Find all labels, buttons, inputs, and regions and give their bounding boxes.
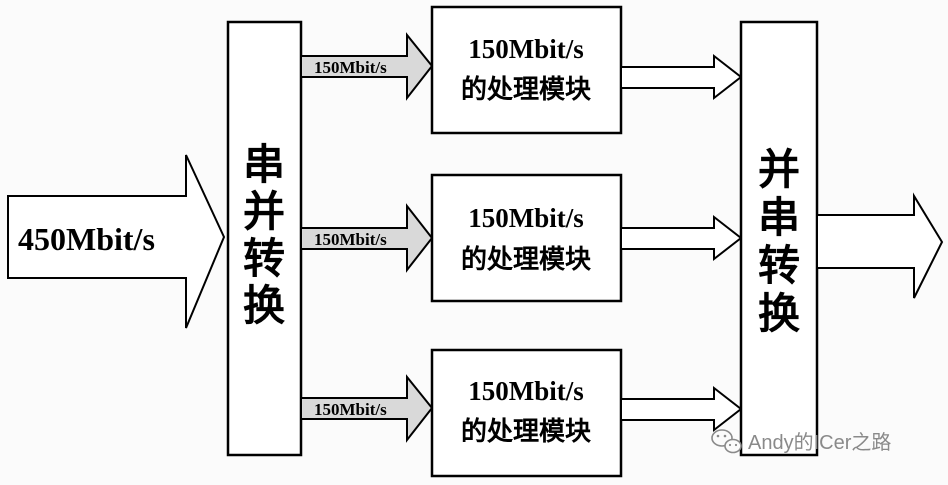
output-arrow (816, 192, 944, 299)
input-arrow: 450Mbit/s (7, 154, 226, 329)
processing-block-3-box (430, 348, 623, 478)
processing-block-1-box (430, 5, 623, 135)
gray-arrow-1-label: 150Mbit/s (314, 58, 387, 77)
p2s-char-3: 转 (758, 241, 800, 290)
input-arrow-shape (7, 154, 226, 329)
gray-arrow-3-shape (300, 374, 434, 443)
white-arrow-3 (620, 385, 743, 433)
p2s-char-1: 并 (758, 145, 800, 194)
s2p-char-2: 并 (243, 187, 285, 236)
parallel-to-serial-converter: 并 串 转 换 (739, 20, 819, 457)
processing-block-3-line2: 的处理模块 (461, 416, 591, 447)
white-arrow-1 (620, 53, 743, 101)
gray-arrow-3: 150Mbit/s (300, 374, 434, 443)
processing-block-1-line2: 的处理模块 (461, 74, 591, 105)
serial-to-parallel-box (226, 20, 303, 457)
wechat-icon (711, 429, 742, 454)
gray-arrow-2-shape (300, 203, 434, 273)
s2p-char-3: 转 (243, 234, 285, 283)
white-arrow-2 (620, 214, 743, 262)
p2s-char-2: 串 (758, 193, 800, 242)
processing-block-2-line2: 的处理模块 (461, 244, 591, 275)
s2p-char-4: 换 (243, 281, 285, 330)
gray-arrow-2-label: 150Mbit/s (314, 230, 387, 249)
gray-arrow-1: 150Mbit/s (300, 32, 434, 101)
gray-arrow-1-shape (300, 32, 434, 101)
s2p-char-1: 串 (243, 140, 285, 189)
processing-block-3: 150Mbit/s 的处理模块 (430, 348, 623, 478)
input-rate-label: 450Mbit/s (18, 221, 155, 257)
gray-arrow-2: 150Mbit/s (300, 203, 434, 273)
processing-block-1: 150Mbit/s 的处理模块 (430, 5, 623, 135)
processing-block-1-line1: 150Mbit/s (468, 34, 584, 64)
watermark-text: Andy的ICer之路 (748, 431, 891, 454)
p2s-char-4: 换 (758, 289, 800, 338)
watermark: Andy的ICer之路 (711, 429, 891, 454)
gray-arrow-3-label: 150Mbit/s (314, 400, 387, 419)
processing-block-3-line1: 150Mbit/s (468, 376, 584, 406)
processing-block-2-line1: 150Mbit/s (468, 203, 584, 233)
processing-block-2: 150Mbit/s 的处理模块 (430, 173, 623, 303)
serial-to-parallel-converter: 串 并 转 换 (226, 20, 303, 457)
processing-block-2-box (430, 173, 623, 303)
